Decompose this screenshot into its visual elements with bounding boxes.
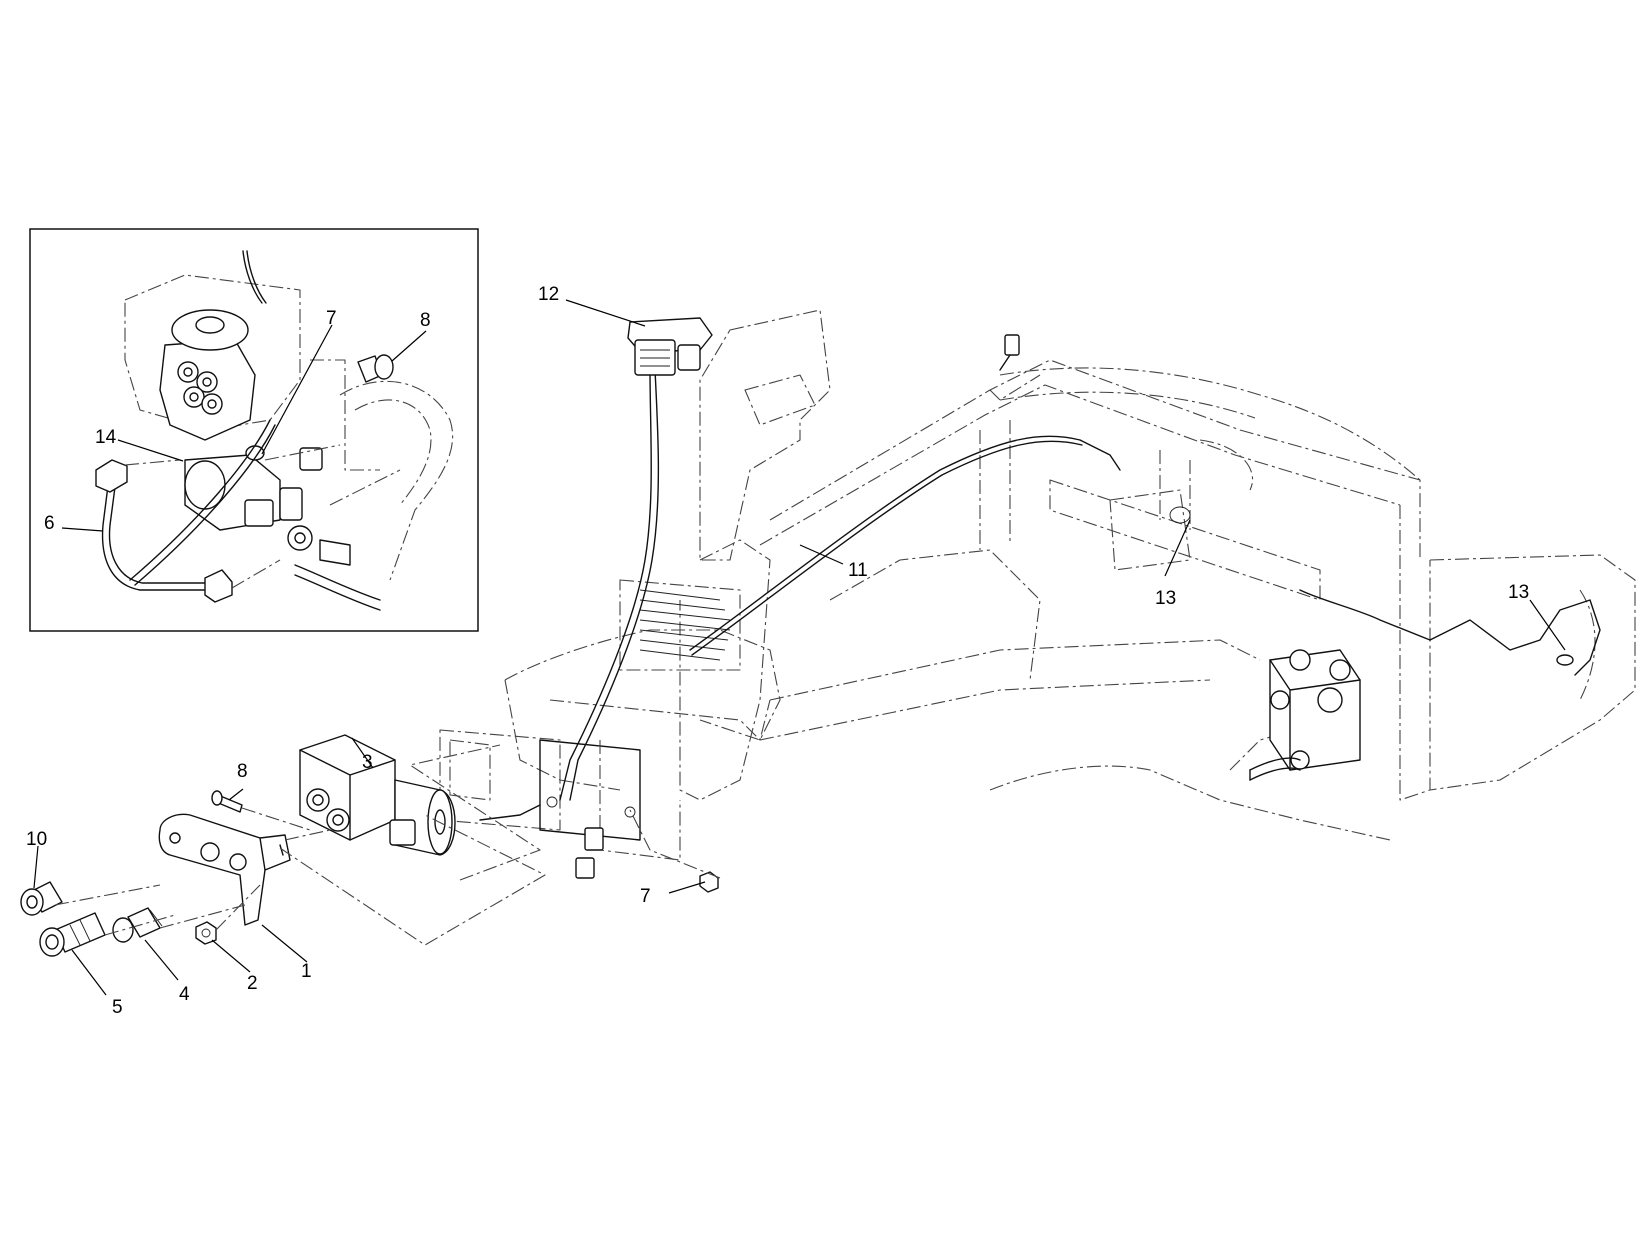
- callout-10: 10: [26, 829, 47, 850]
- leader-10: [33, 845, 39, 889]
- bolt-item-8: [211, 790, 243, 813]
- solenoid-valve-item-3: [299, 734, 456, 856]
- leader-7-inset: [261, 324, 333, 455]
- fitting-item-4: [112, 907, 163, 943]
- control-switch-item-12: [627, 317, 713, 376]
- leader-4: [144, 939, 179, 981]
- leader-12: [565, 299, 646, 327]
- assembly-centerlines: [54, 744, 721, 946]
- leader-7-main: [668, 881, 706, 894]
- connector-item-10: [20, 881, 63, 916]
- callout-8-main: 8: [237, 761, 248, 782]
- coupler-item-5: [39, 912, 106, 957]
- callout-6: 6: [44, 513, 55, 534]
- leader-6: [61, 527, 104, 532]
- leader-13-right: [1529, 599, 1566, 651]
- hydraulic-valve-block-right: [1249, 649, 1361, 781]
- callout-2: 2: [247, 973, 258, 994]
- vehicle-frame-phantom: [549, 359, 1636, 841]
- callout-3: 3: [362, 752, 373, 773]
- leader-8-main: [228, 788, 244, 801]
- leader-1: [261, 924, 308, 963]
- nut-item-2: [195, 921, 217, 945]
- callout-labels: 12 11 13 13 3 8 10 5 4 2 1 7 7 8 14 6: [26, 284, 1529, 1018]
- callout-14: 14: [95, 427, 117, 448]
- nut-item-7: [699, 871, 719, 893]
- callout-12: 12: [538, 284, 559, 305]
- callout-11: 11: [848, 560, 868, 581]
- callout-5: 5: [112, 997, 123, 1018]
- callout-13-right: 13: [1508, 582, 1529, 603]
- detail-inset: [29, 228, 479, 632]
- leader-5: [71, 949, 107, 996]
- leader-13-left: [1164, 519, 1191, 577]
- wire-harness-item-11: [559, 334, 1601, 801]
- callout-7-main: 7: [640, 886, 651, 907]
- leader-3: [351, 737, 374, 769]
- callout-1: 1: [301, 961, 312, 982]
- leader-14: [117, 439, 184, 462]
- leader-11: [799, 544, 844, 565]
- callout-4: 4: [179, 984, 190, 1005]
- steering-column-phantom: [439, 309, 831, 861]
- callout-8-inset: 8: [420, 310, 431, 331]
- mounting-bracket-item-1: [158, 813, 291, 926]
- callout-7-inset: 7: [326, 308, 337, 329]
- harness-connectors: [479, 804, 604, 879]
- callout-13-left: 13: [1155, 588, 1176, 609]
- leader-8-inset: [391, 330, 427, 362]
- leader-lines: [33, 299, 1566, 996]
- leader-2: [211, 939, 251, 973]
